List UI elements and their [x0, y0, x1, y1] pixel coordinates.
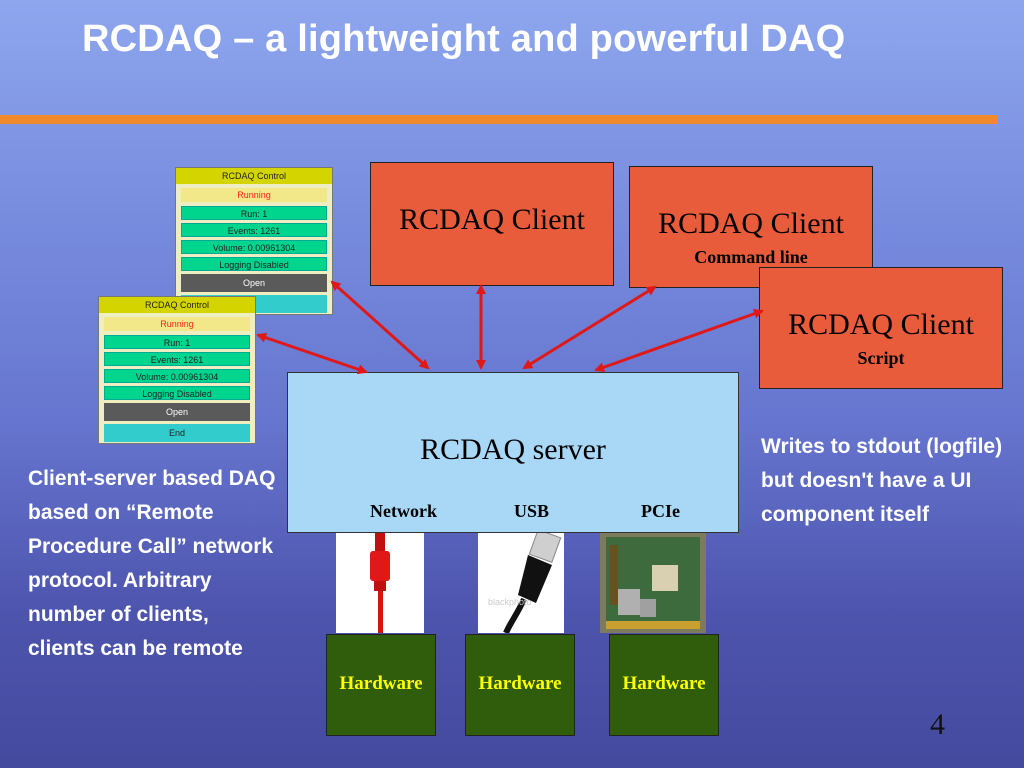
control-gui-run: Run: 1 [104, 335, 250, 349]
network-cable-image [336, 533, 424, 633]
hardware-box-pcie: Hardware [609, 634, 719, 736]
arrow-client3-to-server [594, 308, 764, 373]
interface-label-network: Network [370, 501, 437, 521]
client-box-subtitle: Command line [694, 247, 808, 267]
arrow-gui-front-to-server [256, 332, 368, 375]
client-box-1: RCDAQ Client [370, 162, 614, 286]
server-box: RCDAQ server Network USB PCIe [287, 372, 739, 533]
control-gui-panel-front: RCDAQ Control Running Run: 1 Events: 126… [98, 296, 256, 444]
note-right-line: but doesn't have a UI [761, 469, 972, 492]
control-gui-volume: Volume: 0.00961304 [104, 369, 250, 383]
note-left-line: clients can be remote [28, 637, 243, 660]
server-title: RCDAQ server [420, 433, 606, 466]
usb-cable-image: blackphoto [478, 529, 564, 635]
control-gui-status: Running [181, 188, 327, 202]
arrow-client2-to-server [522, 285, 657, 370]
client-box-title: RCDAQ Client [788, 308, 974, 341]
hardware-label: Hardware [339, 673, 423, 694]
pcie-card-image [600, 533, 706, 633]
svg-text:blackphoto: blackphoto [488, 597, 532, 607]
control-gui-end-button[interactable]: End [104, 424, 250, 442]
note-right-line: component itself [761, 503, 930, 526]
arrow-gui-back-to-server [330, 280, 430, 370]
client-box-title: RCDAQ Client [658, 207, 844, 240]
control-gui-events: Events: 1261 [181, 223, 327, 237]
control-gui-events: Events: 1261 [104, 352, 250, 366]
note-right: Writes to stdout (logfile) but doesn't h… [761, 430, 1021, 532]
slide-title: RCDAQ – a lightweight and powerful DAQ [82, 18, 846, 60]
note-left-line: Procedure Call” network [28, 535, 274, 558]
control-gui-logging: Logging Disabled [104, 386, 250, 400]
hardware-box-network: Hardware [326, 634, 436, 736]
control-gui-run: Run: 1 [181, 206, 327, 220]
note-left-line: protocol. Arbitrary [28, 569, 212, 592]
hardware-box-usb: Hardware [465, 634, 575, 736]
control-gui-panel-back: RCDAQ Control Running Run: 1 Events: 126… [175, 167, 333, 315]
control-gui-open-button[interactable]: Open [181, 274, 327, 292]
note-left-line: number of clients, [28, 603, 209, 626]
control-gui-title: RCDAQ Control [99, 297, 255, 313]
interface-label-usb: USB [514, 501, 550, 521]
interface-label-pcie: PCIe [641, 501, 680, 521]
control-gui-open-button[interactable]: Open [104, 403, 250, 421]
control-gui-title: RCDAQ Control [176, 168, 332, 184]
hardware-label: Hardware [478, 673, 562, 694]
client-box-script: RCDAQ Client Script [759, 267, 1003, 389]
note-left: Client-server based DAQ based on “Remote… [28, 462, 318, 666]
control-gui-volume: Volume: 0.00961304 [181, 240, 327, 254]
control-gui-status: Running [104, 317, 250, 331]
note-left-line: Client-server based DAQ [28, 467, 276, 490]
client-box-subtitle: Script [857, 348, 905, 368]
control-gui-logging: Logging Disabled [181, 257, 327, 271]
note-right-line: Writes to stdout (logfile) [761, 435, 1003, 458]
note-left-line: based on “Remote [28, 501, 214, 524]
title-divider [0, 115, 998, 124]
page-number: 4 [930, 708, 945, 741]
hardware-label: Hardware [622, 673, 706, 694]
client-box-title: RCDAQ Client [399, 203, 585, 236]
